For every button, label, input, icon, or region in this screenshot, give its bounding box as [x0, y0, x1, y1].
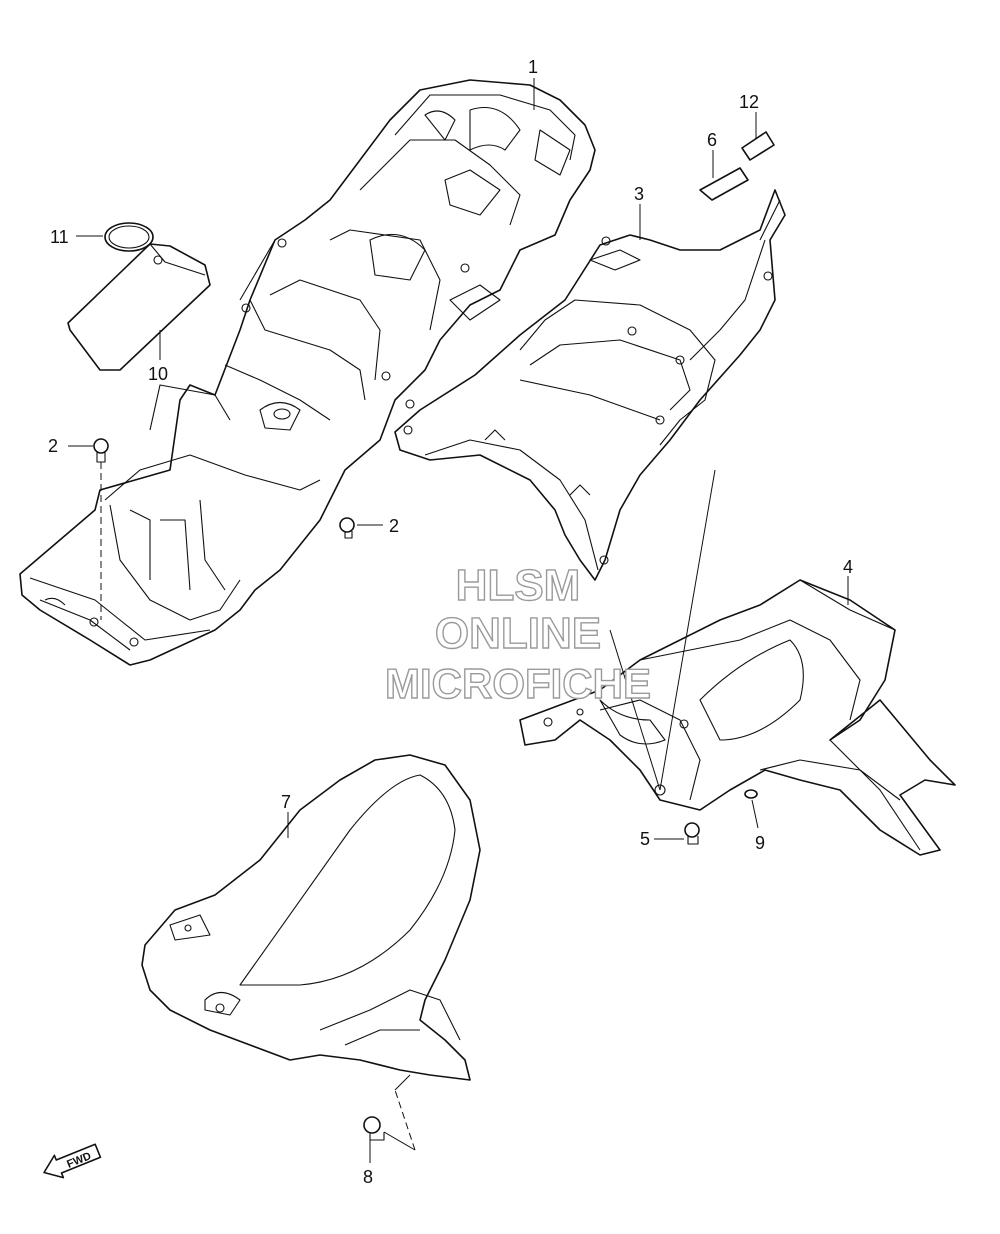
part-8-bolt — [363, 1116, 385, 1141]
part-11-ring — [104, 222, 154, 252]
callout-4: 4 — [843, 557, 853, 577]
part-12-pad — [741, 131, 775, 161]
callout-12: 12 — [739, 92, 759, 112]
callout-leaders — [68, 78, 849, 1163]
fwd-arrow: FWD — [43, 1143, 102, 1179]
fwd-label: FWD — [65, 1150, 93, 1171]
callout-11: 11 — [50, 227, 69, 247]
callout-8: 8 — [363, 1167, 373, 1187]
part-1-rear-frame — [19, 79, 596, 666]
part-2-bolt-a — [93, 438, 109, 463]
watermark-line-1: HLSM — [456, 561, 581, 610]
callout-labels: 1 2 2 3 4 5 6 7 8 9 10 11 12 — [48, 57, 853, 1187]
callout-9: 9 — [755, 833, 765, 853]
part-7-front-fender — [141, 754, 481, 1081]
part-2-bolt-b — [339, 517, 355, 539]
callout-2-left: 2 — [48, 436, 58, 456]
callout-1: 1 — [528, 57, 538, 77]
callout-3: 3 — [634, 184, 644, 204]
watermark: HLSM ONLINE MICROFICHE — [384, 560, 651, 707]
callout-6: 6 — [707, 130, 717, 150]
part-6-pad — [699, 167, 749, 201]
callout-10: 10 — [148, 364, 168, 384]
part-3-inner-panel — [394, 189, 786, 581]
callout-7: 7 — [281, 792, 291, 812]
callout-5: 5 — [640, 829, 650, 849]
part-5-bolt — [684, 822, 700, 845]
part-10-cover — [67, 243, 211, 371]
assembly-lines — [100, 462, 716, 1151]
callout-2-right: 2 — [389, 516, 399, 536]
part-9-washer — [744, 789, 758, 799]
watermark-line-2: ONLINE — [435, 609, 601, 658]
watermark-line-3: MICROFICHE — [385, 660, 651, 707]
part-4-rear-fender — [519, 579, 956, 856]
